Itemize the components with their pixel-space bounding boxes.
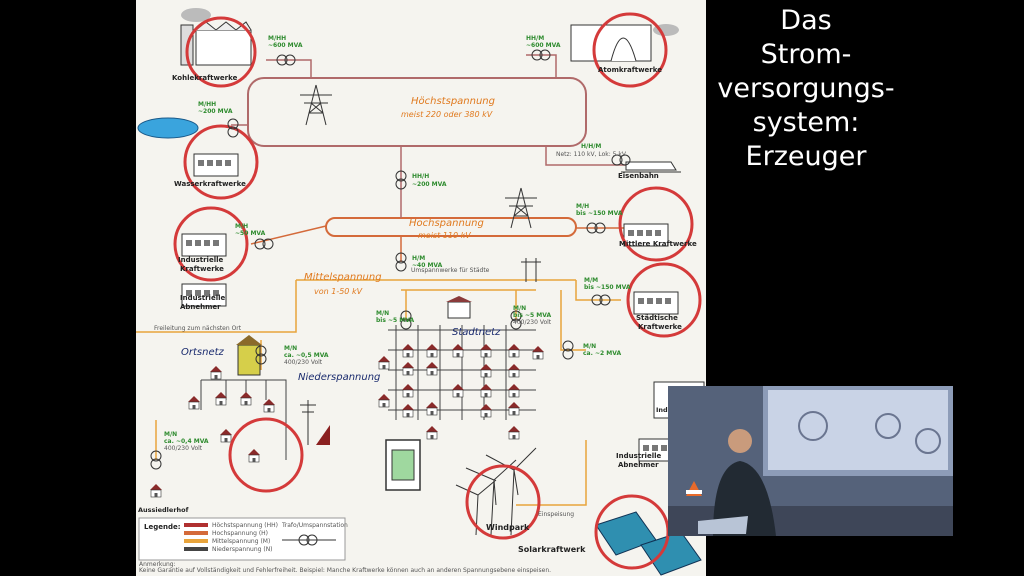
trafo-m2-1: M/N (583, 343, 596, 350)
hoch-range: meist 110 kV (418, 231, 471, 240)
title-line-2: Strom- (760, 39, 852, 70)
trafo-ort-1: M/N (284, 345, 297, 352)
industrie-abn2-label-2: Abnehmer (618, 461, 659, 469)
trafo-staedt-1: M/M (584, 277, 598, 284)
legend-item-m: Mittelspannung (M) (212, 538, 270, 545)
trafo-atom-2: ~600 MVA (526, 42, 561, 49)
legend-title: Legende: (144, 523, 181, 531)
trafo-mittlere-2: bis ~150 MVA (576, 210, 623, 217)
trafo-atom-1: HH/M (526, 35, 544, 42)
trafo-hhh-1: HH/H (412, 173, 429, 180)
industrie-abn2-label-1: Industrielle (616, 452, 661, 460)
title-line-4: system: (752, 107, 860, 138)
trafo-stadt1-1: M/N (376, 310, 389, 317)
atom-plant-icon (570, 24, 679, 62)
industrie-kw-label-2: Kraftwerke (180, 265, 224, 273)
slide-title: Das Strom- versorgungs- system: Erzeuger (706, 0, 906, 174)
aussiedlerhof-label: Aussiedlerhof (138, 506, 189, 514)
trafo-ort-2: ca. ~0,5 MVA (284, 352, 329, 359)
umspannwerke-note: Umspannwerke für Städte (411, 267, 490, 274)
wasser-plant-icon (137, 117, 239, 177)
houses (149, 343, 545, 498)
trafo-ort-3: 400/230 Volt (284, 359, 323, 366)
trafo-wasser-2: ~200 MVA (198, 108, 233, 115)
m-lines (136, 279, 621, 506)
trafo-bahn-2: Netz: 110 kV, Lok: 5 kV (556, 151, 627, 158)
industrie-abn-label-1: Industrielle (180, 294, 225, 302)
mittel-label: Mittelspannung (304, 272, 382, 283)
staedtische-kw-icon (633, 291, 679, 315)
trafo-hhh-2: ~200 MVA (412, 181, 447, 188)
trafo-mittlere-1: M/H (576, 203, 589, 210)
stadtnetz-label: Stadtnetz (452, 327, 501, 338)
footer-note-2: Keine Garantie auf Vollständigkeit und F… (139, 567, 551, 574)
trafo-hof-1: M/N (164, 431, 177, 438)
einspeisung-note: Einspeisung (538, 511, 574, 518)
eisenbahn-label: Eisenbahn (618, 172, 659, 180)
legend-item-hh: Höchstspannung (HH) (212, 522, 278, 529)
wasser-label: Wasserkraftwerke (174, 180, 246, 188)
trafo-stadt2-3: 400/230 Volt (513, 319, 552, 326)
trafo-m2-2: ca. ~2 MVA (583, 350, 621, 357)
trafo-hof-2: ca. ~0,4 MVA (164, 438, 209, 445)
legend-item-h: Hochspannung (H) (212, 530, 268, 537)
hh-lines (231, 54, 656, 218)
trafo-staedt-2: bis ~150 MVA (584, 284, 631, 291)
mittel-range: von 1-50 kV (314, 287, 363, 296)
hoch-label: Hochspannung (409, 218, 484, 229)
trafo-umspann-1: H/M (412, 255, 425, 262)
trafo-stadt2-1: M/N (513, 305, 526, 312)
industrie-kw-icon (181, 233, 227, 257)
trafo-umspann-2: ~40 MVA (412, 262, 443, 269)
atom-label: Atomkraftwerke (598, 66, 662, 74)
trafo-stadt2-2: bis ~5 MVA (513, 312, 552, 319)
solar-label: Solarkraftwerk (518, 545, 586, 554)
trafo-kohle-1: M/HH (268, 35, 286, 42)
hoechst-label: Höchstspannung (411, 96, 495, 107)
train-icon (621, 161, 681, 173)
kohle-label: Kohlekraftwerke (172, 74, 238, 82)
trafo-industrie-1: M/H (235, 223, 248, 230)
legend-item-n: Niederspannung (N) (212, 546, 273, 553)
mittlere-label: Mittlere Kraftwerke (619, 240, 697, 248)
ortsnetz-label: Ortsnetz (181, 347, 225, 358)
industrie-kw-label-1: Industrielle (178, 256, 223, 264)
industrie-abn-label-2: Abnehmer (180, 303, 221, 311)
speaker-body-icon (713, 461, 776, 536)
legend-trafo-label: Trafo/Umspannstation (281, 522, 348, 529)
windpark-label: Windpark (486, 523, 530, 532)
hoechst-ring (247, 77, 587, 147)
trafo-industrie-2: ~50 MVA (235, 230, 266, 237)
staedtische-label-1: Städtische (636, 314, 678, 322)
title-line-5: Erzeuger (745, 141, 867, 172)
speaker-video-overlay (668, 386, 953, 536)
power-grid-diagram: Höchstspannung meist 220 oder 380 kV Hoc… (136, 8, 706, 576)
speaker-head-icon (728, 429, 752, 453)
trafo-wasser-1: M/HH (198, 101, 216, 108)
freileitung-note: Freileitung zum nächsten Ort (154, 325, 242, 332)
staedtische-label-2: Kraftwerke (638, 323, 682, 331)
trafo-bahn-1: H/H/M (581, 143, 601, 150)
trafo-hof-3: 400/230 Volt (164, 445, 203, 452)
title-line-3: versorgungs- (717, 73, 895, 104)
slide: Höchstspannung meist 220 oder 380 kV Hoc… (136, 0, 706, 576)
footer-note-1: Anmerkung: (139, 561, 176, 568)
hoch-bar (325, 217, 577, 237)
legend: Legende: Höchstspannung (HH) Hochspannun… (138, 517, 348, 561)
solar-panels (595, 511, 702, 576)
title-line-1: Das (780, 5, 832, 36)
nieder-label: Niederspannung (298, 372, 380, 383)
trafo-kohle-2: ~600 MVA (268, 42, 303, 49)
trafo-stadt1-2: bis ~5 MVA (376, 317, 415, 324)
hoechst-range: meist 220 oder 380 kV (401, 110, 493, 119)
